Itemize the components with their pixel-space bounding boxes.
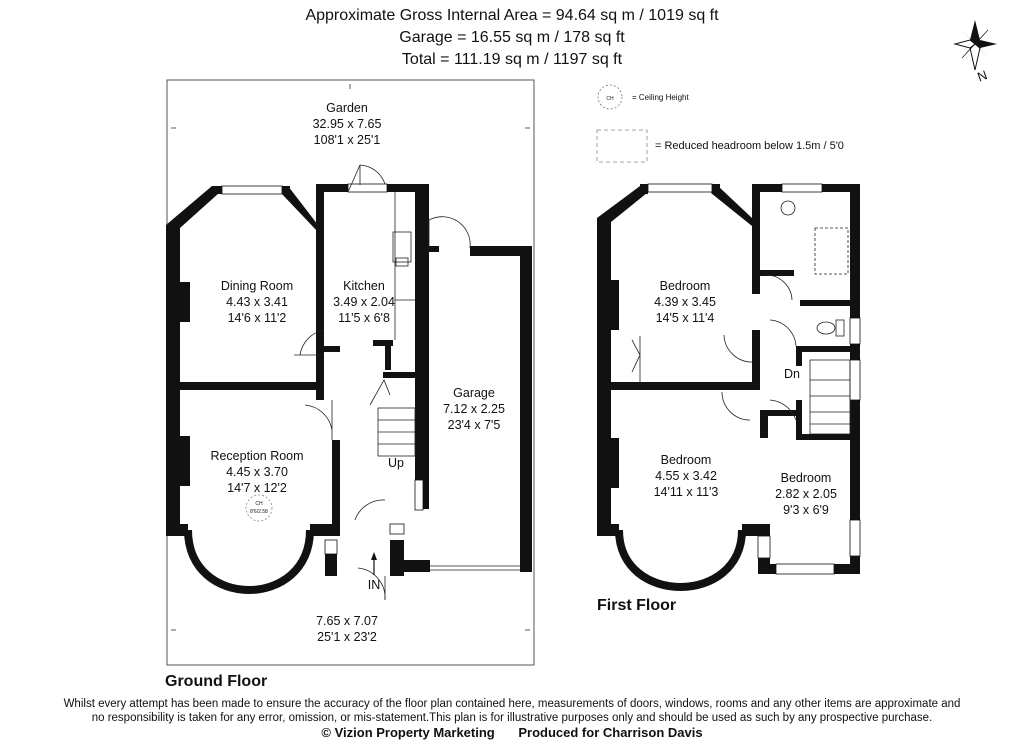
bedroom-bay-window bbox=[615, 529, 746, 591]
garage-area-text: Garage = 16.55 sq m / 178 sq ft bbox=[399, 29, 625, 46]
compass-icon bbox=[953, 20, 997, 71]
first-floor-title: First Floor bbox=[597, 597, 677, 614]
bedroom2-imperial: 14'11 x 11'3 bbox=[654, 485, 719, 499]
reduced-headroom-icon bbox=[596, 129, 648, 163]
ground-floor-windows bbox=[221, 183, 424, 555]
reception-ch-value: 8'6/2.58 bbox=[250, 509, 268, 515]
legend: CH = Ceiling Height = Reduced headroom b… bbox=[596, 84, 844, 163]
ground-floor-title: Ground Floor bbox=[165, 673, 268, 690]
bedroom3-metric: 2.82 x 2.05 bbox=[775, 487, 837, 501]
bedroom1-imperial: 14'5 x 11'4 bbox=[656, 311, 715, 325]
kitchen-name: Kitchen bbox=[343, 279, 385, 293]
ceiling-height-icon bbox=[597, 84, 623, 110]
garage-imperial: 23'4 x 7'5 bbox=[448, 418, 501, 432]
ground-floor-fixtures bbox=[294, 164, 520, 601]
bedroom2-name: Bedroom bbox=[661, 453, 712, 467]
ground-floor-walls bbox=[166, 184, 532, 576]
first-floor-windows bbox=[647, 183, 861, 575]
ground-floor-labels: Garden 32.95 x 7.65 108'1 x 25'1 Dining … bbox=[210, 101, 505, 644]
bedroom3-imperial: 9'3 x 6'9 bbox=[783, 503, 829, 517]
reception-bay-window bbox=[184, 529, 314, 594]
reception-name: Reception Room bbox=[210, 449, 303, 463]
front-metric: 7.65 x 7.07 bbox=[316, 614, 378, 628]
legend-ch-label: = Ceiling Height bbox=[632, 93, 689, 102]
reception-metric: 4.45 x 3.70 bbox=[226, 465, 288, 479]
garage-name: Garage bbox=[453, 386, 495, 400]
disclaimer-line-1: Whilst every attempt has been made to en… bbox=[63, 698, 961, 710]
legend-reduced-label: = Reduced headroom below 1.5m / 5'0 bbox=[655, 140, 844, 152]
kitchen-imperial: 11'5 x 6'8 bbox=[338, 311, 390, 325]
ground-stairs-label: Up bbox=[388, 456, 404, 470]
bedroom1-metric: 4.39 x 3.45 bbox=[654, 295, 716, 309]
garden-name: Garden bbox=[326, 101, 368, 115]
dining-name: Dining Room bbox=[221, 279, 293, 293]
entrance-arrow-icon bbox=[371, 552, 377, 560]
legend-ch-symbol: CH bbox=[606, 96, 614, 102]
garden-imperial: 108'1 x 25'1 bbox=[314, 133, 381, 147]
entrance-label: IN bbox=[368, 578, 381, 592]
garage-metric: 7.12 x 2.25 bbox=[443, 402, 505, 416]
ceiling-height-marker-icon bbox=[245, 494, 273, 522]
front-imperial: 25'1 x 23'2 bbox=[317, 630, 377, 644]
bedroom3-name: Bedroom bbox=[781, 471, 832, 485]
first-stairs-label: Dn bbox=[784, 367, 800, 381]
disclaimer-line-2: no responsibility is taken for any error… bbox=[91, 712, 933, 724]
garden-metric: 32.95 x 7.65 bbox=[313, 117, 382, 131]
garden-dimension-arrows bbox=[171, 84, 530, 631]
copyright-text: © Vizion Property Marketing bbox=[321, 725, 495, 740]
dining-metric: 4.43 x 3.41 bbox=[226, 295, 288, 309]
first-floor-labels: Bedroom 4.39 x 3.45 14'5 x 11'4 Bedroom … bbox=[654, 279, 837, 517]
bedroom1-name: Bedroom bbox=[660, 279, 711, 293]
reception-ch-symbol: CH bbox=[255, 501, 263, 507]
total-area-text: Total = 111.19 sq m / 1197 sq ft bbox=[401, 51, 623, 68]
kitchen-metric: 3.49 x 2.04 bbox=[333, 295, 395, 309]
produced-for-text: Produced for Charrison Davis bbox=[518, 725, 703, 740]
dining-imperial: 14'6 x 11'2 bbox=[228, 311, 287, 325]
first-floor-fixtures bbox=[631, 200, 851, 435]
credits: © Vizion Property Marketing Produced for… bbox=[0, 725, 1024, 740]
gross-area-text: Approximate Gross Internal Area = 94.64 … bbox=[305, 7, 719, 24]
reception-imperial: 14'7 x 12'2 bbox=[227, 481, 287, 495]
bedroom2-metric: 4.55 x 3.42 bbox=[655, 469, 717, 483]
compass-label: N bbox=[975, 67, 989, 84]
